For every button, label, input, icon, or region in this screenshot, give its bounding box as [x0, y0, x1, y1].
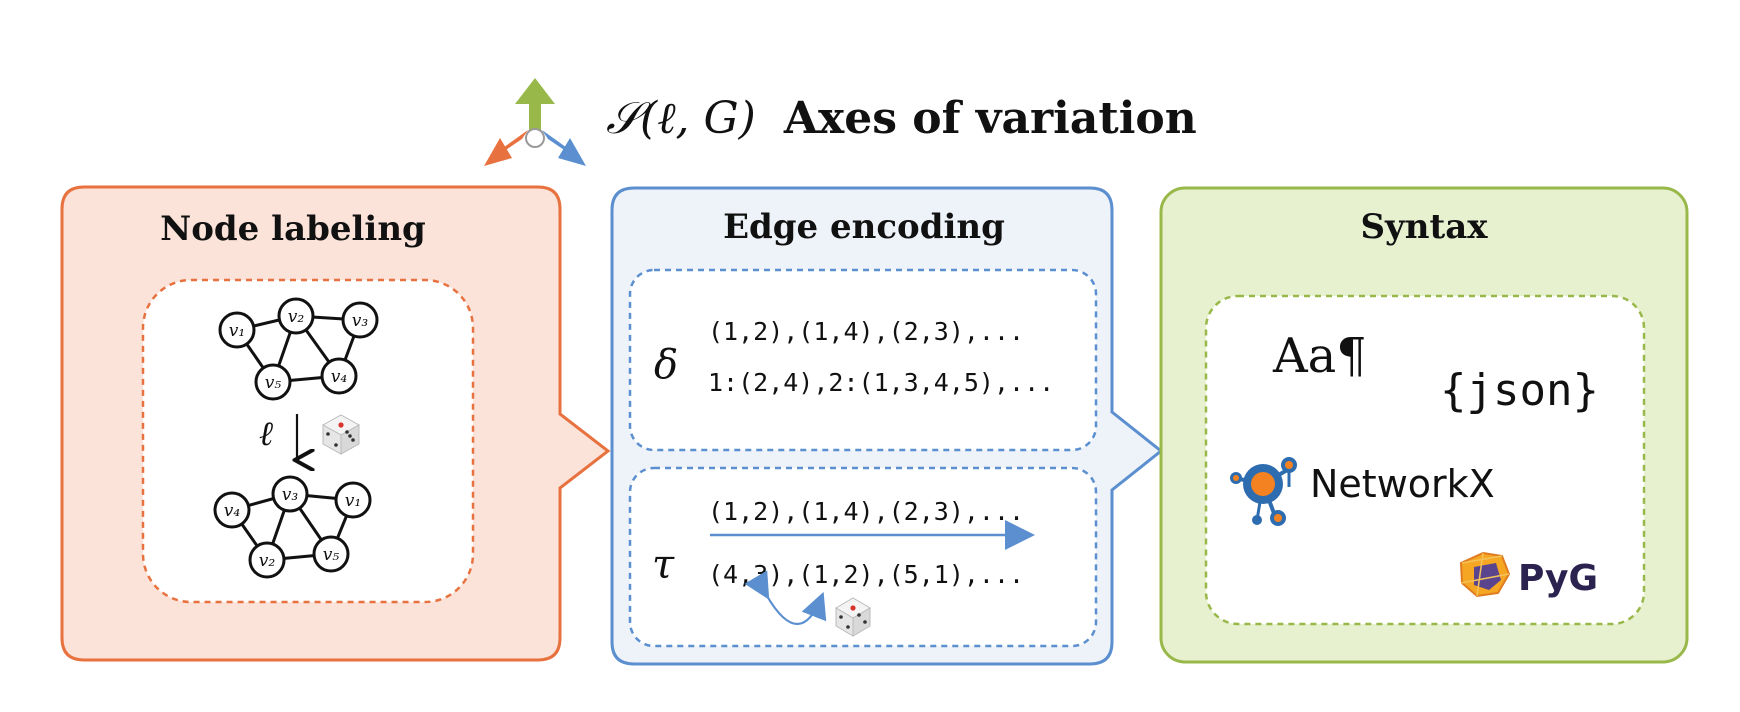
json-format-label: {json}: [1440, 365, 1599, 416]
swap-arrow-icon: [744, 570, 827, 625]
pyg-label: PyG: [1518, 558, 1598, 599]
node-label: v₄: [331, 367, 348, 387]
graph-node: v₄: [320, 357, 358, 395]
title-math: 𝒮(ℓ, G): [606, 93, 756, 144]
graph-bottom-nodes: v₄ v₃ v₁ v₂ v₅: [213, 475, 372, 579]
node-label: v₃: [352, 311, 369, 331]
graph-node: v₁: [334, 481, 372, 519]
tau-permuted-order: (4,3),(1,2),(5,1),...: [708, 560, 1024, 589]
node-label: v₄: [224, 501, 241, 521]
graph-top-nodes: v₁ v₂ v₃ v₄ v₅: [218, 297, 379, 401]
pyg-logo: PyG: [1459, 551, 1598, 599]
syntax-title: Syntax: [1360, 207, 1488, 247]
tau-symbol: τ: [652, 542, 675, 588]
graph-node: v₄: [213, 491, 251, 529]
graph-node: v₁: [218, 311, 256, 349]
panel-syntax: Syntax Aa¶ {json} NetworkX: [1159, 186, 1689, 664]
title-group: 𝒮(ℓ, G) Axes of variation: [484, 78, 1197, 166]
edge-encoding-title: Edge encoding: [723, 207, 1005, 247]
node-label: v₂: [288, 307, 305, 327]
node-label: v₅: [323, 545, 340, 565]
svg-text:𝒮(ℓ, G) Axes of variati: 𝒮(ℓ, G) Axes of variation: [606, 93, 1197, 144]
syntax-inner-box: [1204, 294, 1646, 626]
tau-original-order: (1,2),(1,4),(2,3),...: [708, 497, 1024, 526]
node-label: v₁: [229, 321, 245, 341]
networkx-label: NetworkX: [1310, 462, 1495, 506]
node-label: v₃: [282, 485, 299, 505]
node-labeling-title: Node labeling: [160, 209, 426, 249]
dice-icon: [321, 414, 361, 455]
graph-node: v₅: [254, 363, 292, 401]
title-text: Axes of variation: [783, 93, 1197, 144]
labeling-function-symbol: ℓ: [259, 414, 273, 454]
graph-node: v₂: [248, 541, 286, 579]
delta-box: [628, 268, 1098, 452]
graph-node: v₂: [277, 297, 315, 335]
dice-icon: [835, 597, 871, 637]
panel-edge-encoding: Edge encoding δ (1,2),(1,4),(2,3),... 1:…: [610, 186, 1164, 666]
panel-node-labeling: Node labeling v₁ v₂ v₃: [60, 185, 611, 662]
delta-adjacency-list: 1:(2,4),2:(1,3,4,5),...: [708, 368, 1054, 397]
delta-symbol: δ: [654, 342, 678, 388]
graph-node: v₃: [341, 301, 379, 339]
node-label: v₁: [345, 491, 361, 511]
graph-node: v₃: [271, 475, 309, 513]
node-label: v₅: [265, 373, 282, 393]
networkx-logo: NetworkX: [1230, 457, 1495, 526]
delta-edge-list: (1,2),(1,4),(2,3),...: [708, 317, 1024, 346]
text-format-label: Aa¶: [1272, 328, 1367, 384]
three-arrow-axes-icon: [484, 78, 586, 166]
graph-node: v₅: [312, 535, 350, 573]
node-label: v₂: [259, 551, 276, 571]
